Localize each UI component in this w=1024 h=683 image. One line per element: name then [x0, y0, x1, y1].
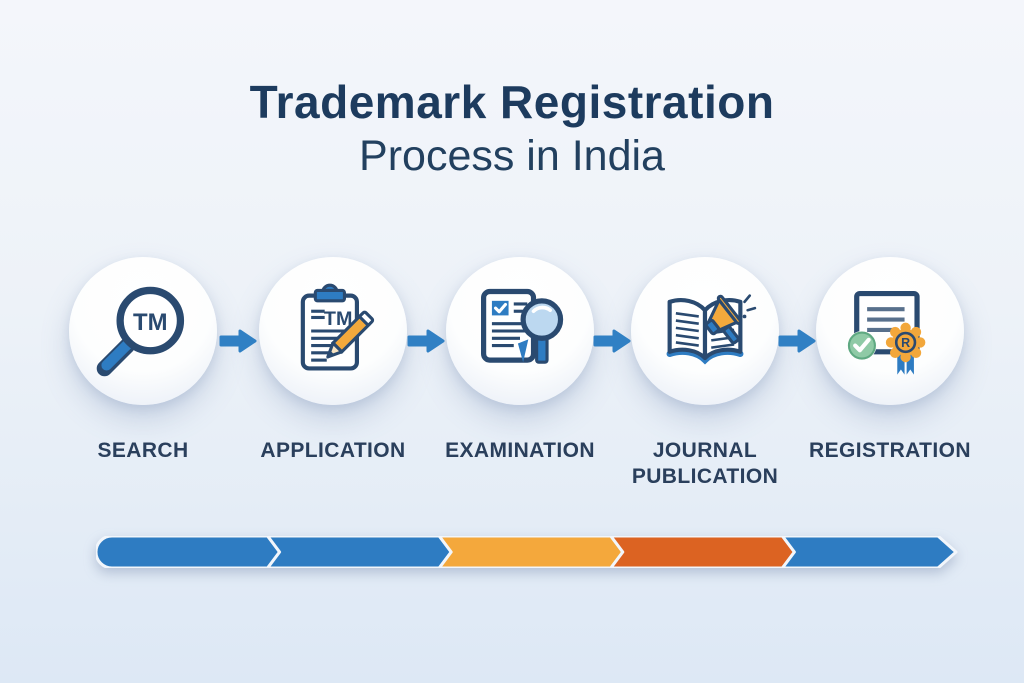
step-circle: R — [816, 257, 964, 405]
step-circle: TM — [69, 257, 217, 405]
svg-text:R: R — [901, 336, 910, 350]
step-label-registration: REGISTRATION — [809, 439, 971, 462]
step-label-search: SEARCH — [97, 439, 189, 462]
step-journal-publication: JOURNAL PUBLICATION — [610, 257, 800, 491]
flow-arrow-icon — [407, 329, 445, 353]
step-label-examination: EXAMINATION — [445, 439, 595, 462]
progress-segment-5 — [780, 536, 958, 568]
svg-text:TM: TM — [324, 308, 353, 330]
flow-arrow-icon — [778, 329, 816, 353]
step-application: TM APPLICATION — [238, 257, 428, 464]
progress-chevron-bar — [96, 536, 958, 568]
approved-check-badge — [847, 331, 877, 361]
step-search: TM SEARCH — [48, 257, 238, 464]
flow-arrow-icon — [593, 329, 631, 353]
title-line-1: Trademark Registration — [249, 76, 775, 128]
step-label-journal-publication: JOURNAL PUBLICATION — [631, 439, 779, 489]
progress-segment-4 — [609, 536, 796, 568]
progress-segment-2 — [266, 536, 453, 568]
open-book-megaphone-icon — [666, 294, 757, 365]
step-circle — [631, 257, 779, 405]
step-circle — [446, 257, 594, 405]
certificate-badge-icon: R — [847, 290, 926, 375]
tm-magnifier-icon: TM — [96, 286, 185, 377]
step-examination: EXAMINATION — [425, 257, 615, 464]
progress-segment-1 — [96, 536, 282, 568]
rosette-seal: R — [885, 322, 926, 363]
step-circle: TM — [259, 257, 407, 405]
step-registration: R REGISTRATION — [795, 257, 985, 464]
page-title: Trademark Registration Process in India — [0, 74, 1024, 183]
svg-text:TM: TM — [133, 309, 168, 336]
document-magnifier-icon — [481, 288, 564, 364]
progress-segment-3 — [437, 536, 625, 568]
flow-arrow-icon — [219, 329, 257, 353]
title-line-2: Process in India — [359, 132, 665, 181]
clipboard-pencil-icon: TM — [300, 283, 375, 371]
step-label-application: APPLICATION — [260, 439, 406, 462]
